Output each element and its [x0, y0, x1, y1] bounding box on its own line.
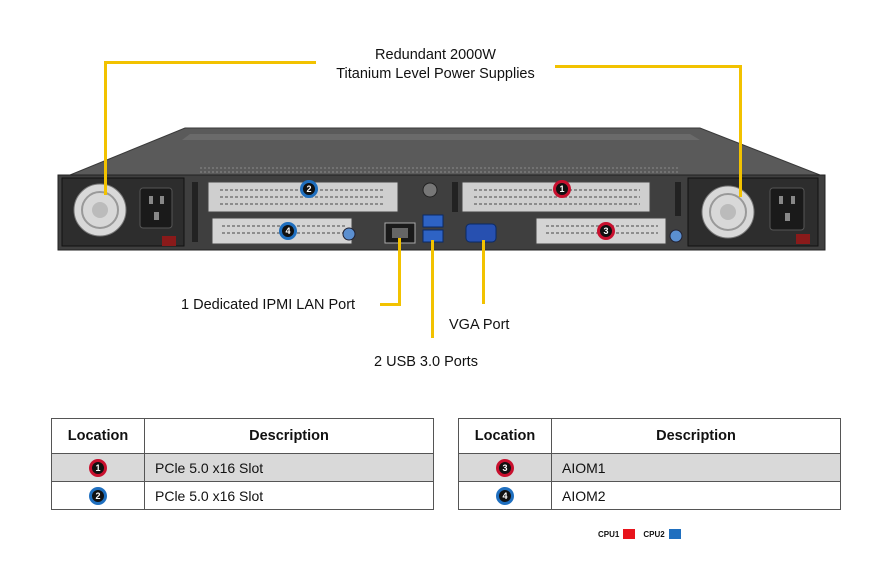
psu-callout-line1: Redundant 2000W: [375, 47, 496, 63]
description-cell: AIOM1: [551, 453, 841, 482]
psu-leader-right-h: [555, 65, 742, 68]
marker-2: 2: [300, 180, 318, 198]
cpu1-marker-icon: 3: [496, 458, 514, 477]
cpu1-marker-icon: 1: [89, 458, 107, 477]
column-header-description: Description: [144, 418, 434, 454]
location-cell: 1: [51, 453, 145, 482]
thumbscrew-icon: [422, 182, 438, 198]
location-cell: 4: [458, 481, 552, 510]
cpu2-marker-icon: 4: [496, 486, 514, 505]
cpu-legend: CPU1 CPU2: [598, 529, 681, 539]
panel-vents: [192, 182, 681, 242]
cpu2-marker-icon: 2: [89, 486, 107, 505]
table-row: 2 PCle 5.0 x16 Slot: [51, 481, 434, 510]
marker-4: 4: [279, 222, 297, 240]
usb-leader: [431, 240, 434, 338]
legend-cpu1-swatch: [623, 529, 636, 539]
marker-3: 3: [597, 222, 615, 240]
table-row: 1 PCle 5.0 x16 Slot: [51, 453, 434, 482]
vga-callout: VGA Port: [449, 317, 510, 333]
server-rear-illustration: [57, 127, 826, 251]
vga-port: [465, 223, 497, 243]
column-header-location: Location: [51, 418, 145, 454]
column-header-location: Location: [458, 418, 552, 454]
psu-left: [61, 177, 185, 247]
usb-callout: 2 USB 3.0 Ports: [374, 354, 478, 370]
lid-vents: [200, 167, 680, 173]
description-cell: AIOM2: [551, 481, 841, 510]
psu-right: [687, 177, 819, 247]
marker-1: 1: [553, 180, 571, 198]
description-cell: PCle 5.0 x16 Slot: [144, 453, 434, 482]
table-row: 3 AIOM1: [458, 453, 841, 482]
thumbscrew-icon: [669, 229, 683, 243]
psu-callout: Redundant 2000W Titanium Level Power Sup…: [318, 46, 553, 84]
psu-leader-right-v: [739, 65, 742, 197]
ipmi-leader-v: [398, 238, 401, 306]
location-cell: 2: [51, 481, 145, 510]
ipmi-leader-h: [380, 303, 401, 306]
location-cell: 3: [458, 453, 552, 482]
ipmi-callout: 1 Dedicated IPMI LAN Port: [181, 297, 356, 313]
thumbscrew-icon: [342, 227, 356, 241]
description-cell: PCle 5.0 x16 Slot: [144, 481, 434, 510]
usb-port-1: [422, 214, 444, 228]
location-table-left: Location Description 1 PCle 5.0 x16 Slot…: [51, 418, 434, 510]
psu-leader-left-h: [104, 61, 316, 64]
table-row: 4 AIOM2: [458, 481, 841, 510]
legend-cpu2-swatch: [668, 529, 681, 539]
psu-callout-line2: Titanium Level Power Supplies: [336, 66, 535, 82]
legend-cpu1-label: CPU1: [598, 529, 620, 539]
vga-leader: [482, 240, 485, 304]
column-header-description: Description: [551, 418, 841, 454]
location-table-right: Location Description 3 AIOM1 4 AIOM2: [458, 418, 841, 510]
psu-leader-left-v: [104, 61, 107, 195]
legend-cpu2-label: CPU2: [643, 529, 665, 539]
